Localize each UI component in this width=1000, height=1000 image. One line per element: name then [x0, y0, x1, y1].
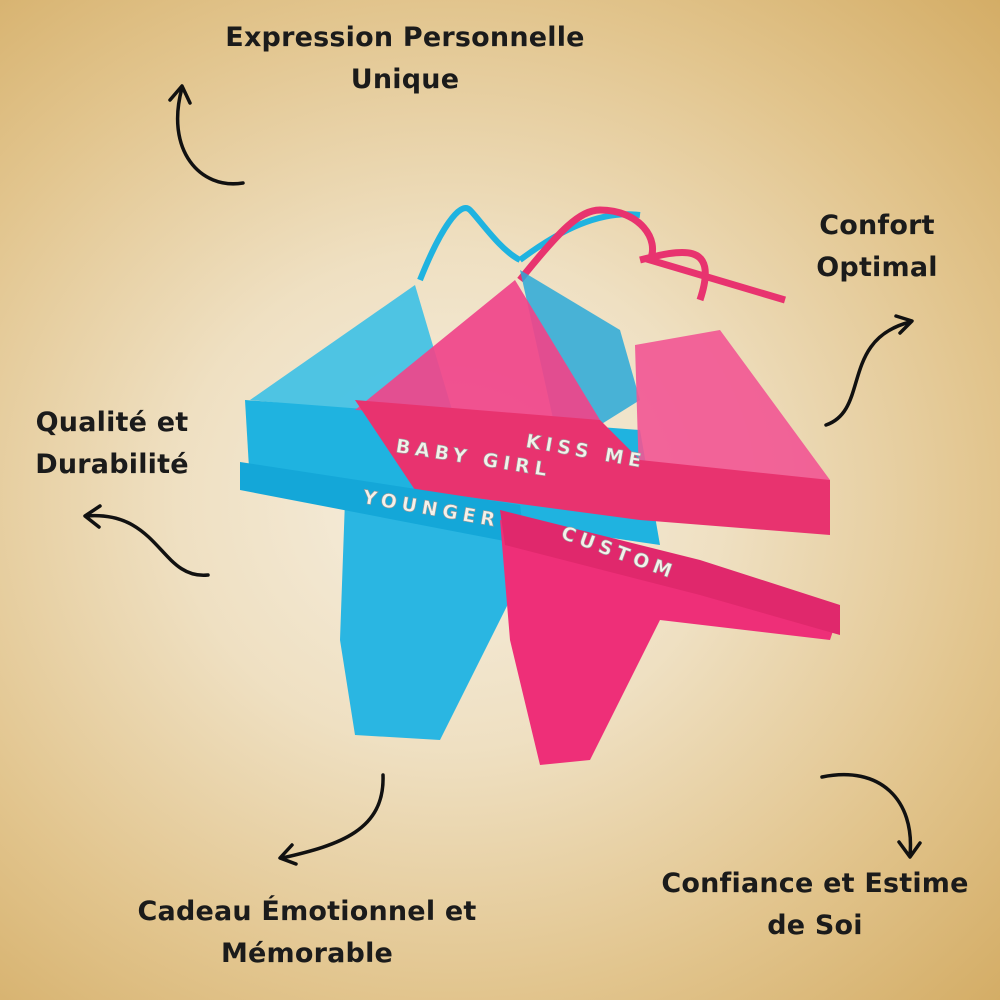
label-line: Cadeau Émotionnel et — [137, 896, 477, 927]
blue-thong — [240, 470, 530, 740]
pink-bra-cup-left — [355, 280, 600, 420]
label-line: Expression Personnelle — [225, 22, 585, 53]
arrow-qualite-icon — [83, 504, 210, 577]
label-line: Confort — [819, 210, 935, 241]
label-line: Durabilité — [35, 449, 189, 480]
label-line: Mémorable — [220, 938, 394, 969]
label-line: Optimal — [816, 252, 938, 283]
label-line: Qualité et — [35, 407, 189, 438]
label-qualite: Qualité et Durabilité — [35, 402, 188, 486]
pink-thong-band — [500, 510, 840, 635]
blue-thong-band — [240, 462, 525, 545]
pink-bra-straps — [517, 206, 786, 304]
label-confiance: Confiance et Estime de Soi — [661, 863, 968, 947]
pink-bra-band — [355, 400, 830, 535]
arrow-confort-icon — [824, 314, 914, 427]
label-line: Unique — [350, 64, 460, 95]
label-line: de Soi — [767, 910, 863, 941]
label-confort: Confort Optimal — [816, 205, 937, 289]
pink-thong — [500, 520, 840, 765]
label-line: Confiance et Estime — [661, 868, 969, 899]
label-cadeau: Cadeau Émotionnel et Mémorable — [138, 891, 477, 975]
arrow-confiance-icon — [820, 772, 922, 859]
label-expression: Expression Personnelle Unique — [225, 17, 584, 101]
arrow-cadeau-icon — [278, 773, 385, 866]
arrow-expression-icon — [168, 84, 245, 186]
